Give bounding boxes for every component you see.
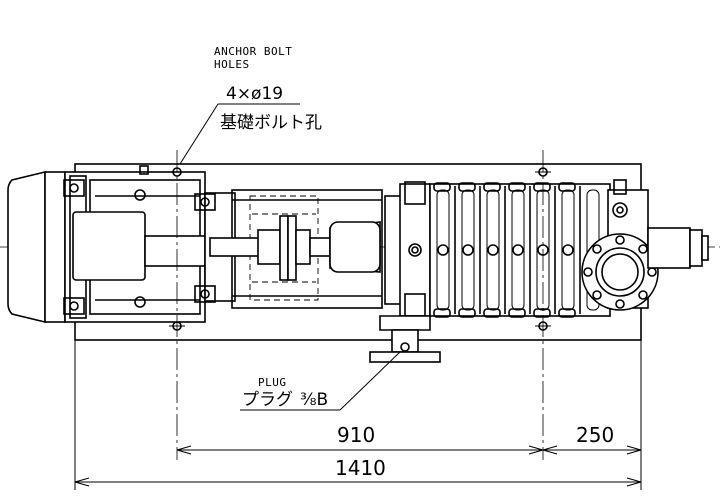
dimension-250: [542, 340, 642, 490]
dim-250-value: 250: [576, 423, 614, 447]
anchor-bolt-label-en-1: ANCHOR BOLT: [214, 45, 292, 58]
anchor-bolt-leader: [179, 103, 219, 165]
motor-foot-bolts: [63, 179, 216, 315]
dim-910-value: 910: [337, 423, 375, 447]
anchor-bolt-qty: 4×ø19: [226, 84, 283, 104]
plug-size: ⅜B: [300, 390, 328, 410]
motor: [7, 165, 236, 324]
coupling: [209, 189, 383, 309]
dim-1410-value: 1410: [335, 456, 386, 480]
anchor-bolt-holes: [169, 150, 551, 460]
anchor-bolt-label-jp: 基礎ボルト孔: [220, 113, 322, 133]
dimension-1410: [74, 340, 642, 490]
discharge-flange: [581, 233, 659, 311]
plug-label-en: PLUG: [258, 376, 287, 389]
shaft-end: [647, 227, 709, 269]
suction-flange: [369, 315, 441, 363]
anchor-bolt-label-en-2: HOLES: [214, 58, 250, 71]
plug-label-jp: プラグ: [242, 390, 293, 410]
plug-leader: [339, 351, 401, 411]
dimension-910: [176, 445, 544, 455]
